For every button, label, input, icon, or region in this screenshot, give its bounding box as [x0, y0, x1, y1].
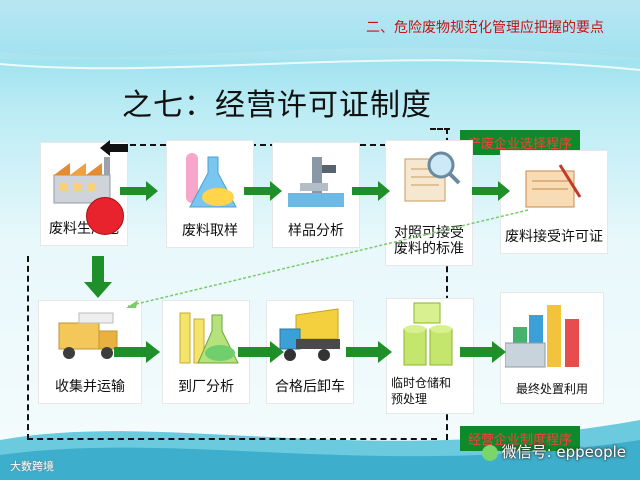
- arrow-right-icon: [460, 341, 508, 363]
- document-magnifier-icon: [395, 145, 465, 209]
- link-line: [118, 202, 538, 312]
- page-title: 之七：经营许可证制度: [122, 80, 432, 124]
- arrow-right-icon: [114, 341, 162, 363]
- arrow-right-icon: [244, 181, 284, 201]
- flask-icon: [172, 305, 242, 371]
- step-label: 到厂分析: [163, 379, 249, 395]
- wechat-icon: [482, 445, 498, 461]
- dashed-frame-left: [27, 256, 29, 440]
- arrow-right-icon: [472, 181, 512, 201]
- step-label: 合格后卸车: [267, 379, 353, 395]
- step-plant-analysis: 到厂分析: [162, 300, 250, 404]
- brand-logo: 大数跨境: [10, 458, 54, 474]
- arrow-right-icon: [120, 181, 160, 201]
- arrow-right-icon: [352, 181, 392, 201]
- section-title: 二、危险废物规范化管理应把握的要点: [366, 17, 604, 37]
- step-label: 临时仓储和 预处理: [391, 375, 473, 407]
- arrow-right-icon: [238, 341, 286, 363]
- step-label: 最终处置利用: [501, 381, 603, 397]
- arrow-down-icon: [84, 256, 112, 298]
- curved-back-arrow-icon: [100, 140, 130, 156]
- wechat-watermark: 微信号: eppeople: [482, 441, 626, 462]
- step-label: 收集并运输: [39, 379, 141, 395]
- dashed-frame-bottom: [27, 438, 437, 440]
- arrow-right-icon: [346, 341, 394, 363]
- dump-truck-icon: [276, 305, 346, 367]
